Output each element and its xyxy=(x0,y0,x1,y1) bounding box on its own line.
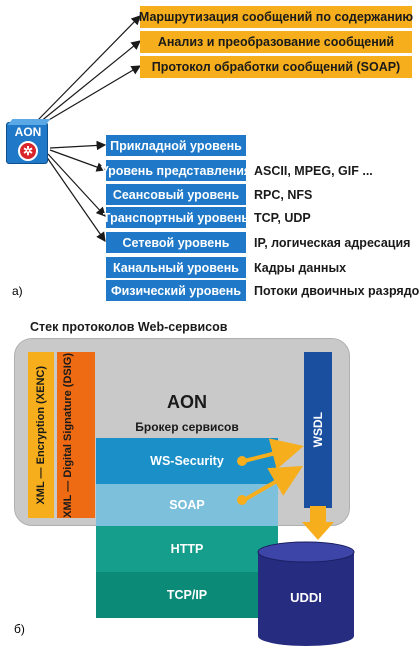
analysis-box: Анализ и преобразование сообщений xyxy=(140,31,412,53)
ws-security-dot xyxy=(237,456,247,466)
xenc-column: XML — Encryption (XENC) xyxy=(28,352,54,518)
osi-layer-physical: Физический уровень xyxy=(106,280,246,301)
aon-label: AON xyxy=(167,392,207,412)
aon-icon-emblem: ✲ xyxy=(18,141,38,161)
arrow-to-analysis xyxy=(39,40,141,123)
arrow-ws-security-to-wsdl xyxy=(243,438,304,470)
arrow-to-application xyxy=(49,140,107,151)
session-example: RPC, NFS xyxy=(254,187,313,202)
uddi-label: UDDI xyxy=(290,590,322,605)
soap-layer: SOAP xyxy=(96,484,278,526)
aon-icon-label: AON xyxy=(14,125,42,139)
soap-dot xyxy=(237,495,247,505)
arrow-to-transport xyxy=(47,153,106,217)
datalink-example: Кадры данных xyxy=(254,260,347,275)
osi-layer-transport: Транспортный уровень xyxy=(103,207,249,228)
dsig-column: XML — Digital Signature (DSIG) xyxy=(57,352,95,518)
broker-label: Брокер сервисов xyxy=(135,420,239,434)
arrow-soap-to-wsdl xyxy=(243,466,303,502)
wsdl-column: WSDL xyxy=(304,352,332,508)
stack-title: Стек протоколов Web-сервисов xyxy=(30,320,228,334)
tcpip-layer: TCP/IP xyxy=(96,572,278,618)
osi-layer-datalink: Канальный уровень xyxy=(106,257,246,278)
routing-box: Маршрутизация сообщений по содержанию xyxy=(139,6,413,28)
arrow-to-network xyxy=(45,155,106,242)
transport-example: TCP, UDP xyxy=(254,210,311,225)
osi-layer-presentation: Уровень представления xyxy=(101,160,251,181)
arrow-wsdl-to-uddi xyxy=(302,506,334,540)
arrow-to-soap-protocol xyxy=(41,65,142,125)
arrow-to-routing xyxy=(37,15,141,121)
osi-layer-application: Прикладной уровень xyxy=(106,135,246,156)
arrow-to-presentation xyxy=(49,149,107,172)
aon-device-icon: AON ✲ xyxy=(6,119,51,164)
network-example: IP, логическая адресация xyxy=(254,235,411,250)
soap-protocol-box: Протокол обработки сообщений (SOAP) xyxy=(140,56,412,78)
osi-layer-session: Сеансовый уровень xyxy=(106,184,246,205)
part-a-label: а) xyxy=(12,284,23,298)
part-b-label: б) xyxy=(14,622,25,636)
osi-layer-network: Сетевой уровень xyxy=(106,232,246,253)
physical-example: Потоки двоичных разрядов xyxy=(254,283,420,298)
http-layer: HTTP xyxy=(96,526,278,572)
presentation-example: ASCII, MPEG, GIF ... xyxy=(254,163,373,178)
